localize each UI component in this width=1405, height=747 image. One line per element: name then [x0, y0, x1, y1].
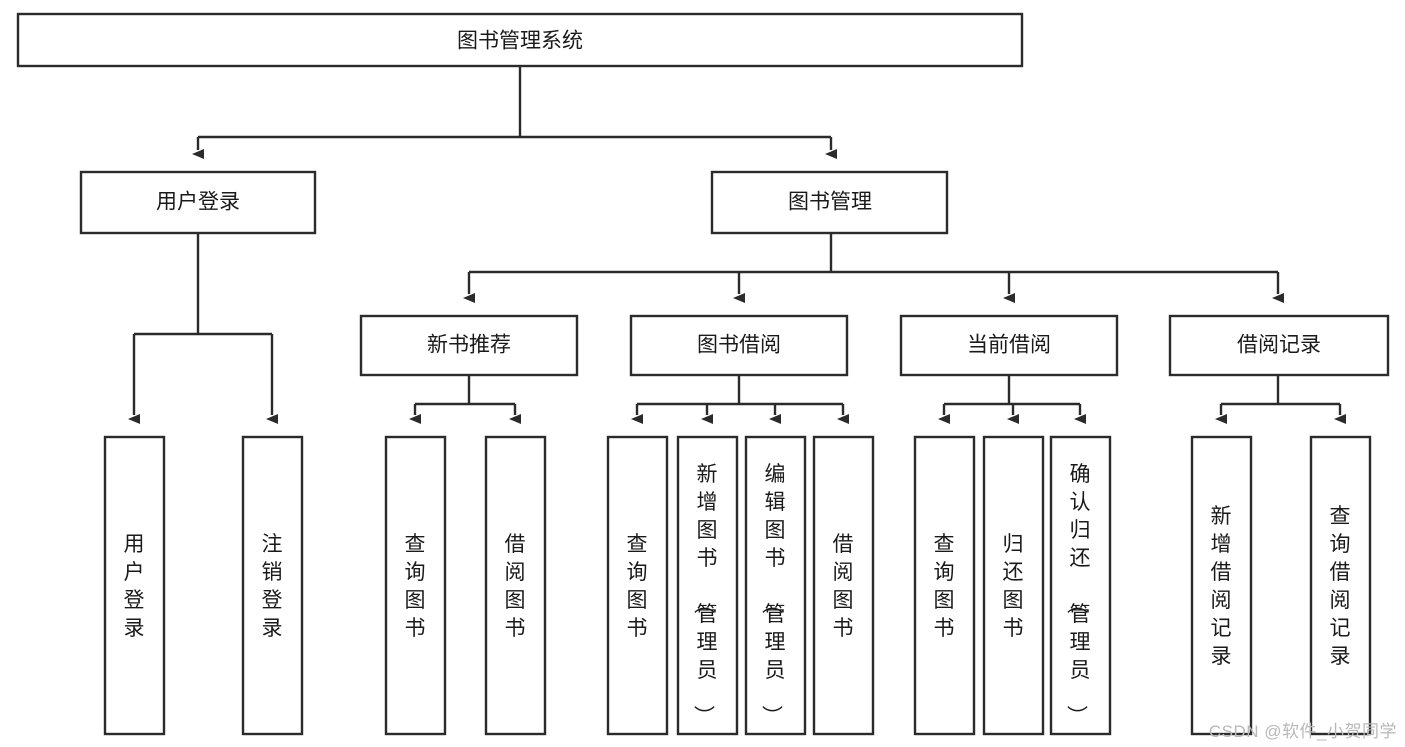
node-leaf-borrow-book-rec-box[interactable]	[484, 435, 547, 736]
node-leaf-return-book-label: 归还图书	[1003, 533, 1024, 640]
node-leaf-borrow-book-box[interactable]	[812, 435, 875, 736]
node-leaf-user-login[interactable]: 用户登录	[103, 435, 166, 736]
node-new-book-recommend[interactable]: 新书推荐	[359, 314, 579, 377]
node-leaf-return-book-box[interactable]	[982, 435, 1045, 736]
node-leaf-query-book-rec-label: 查询图书	[405, 533, 426, 640]
node-book-manage-label: 图书管理	[788, 191, 872, 214]
node-borrow-record-box[interactable]	[1168, 314, 1390, 377]
node-leaf-edit-book-admin-box[interactable]	[744, 435, 807, 736]
node-leaf-query-book-current-label: 查询图书	[934, 533, 955, 640]
node-book-manage[interactable]: 图书管理	[710, 170, 949, 235]
csdn-watermark: CSDN @软件_小贺同学	[1208, 722, 1397, 741]
node-leaf-borrow-book[interactable]: 借阅图书	[812, 435, 875, 736]
node-leaf-query-borrow-record[interactable]: 查询借阅记录	[1309, 435, 1372, 736]
node-new-book-recommend-box[interactable]	[359, 314, 579, 377]
node-leaf-query-borrow-record-box[interactable]	[1309, 435, 1372, 736]
node-new-book-recommend-label: 新书推荐	[427, 334, 511, 357]
node-leaf-user-login-box[interactable]	[103, 435, 166, 736]
node-leaf-add-borrow-record[interactable]: 新增借阅记录	[1190, 435, 1253, 736]
node-leaf-borrow-book-rec[interactable]: 借阅图书	[484, 435, 547, 736]
node-leaf-edit-book-admin-label: 编辑图书（管理员）	[760, 463, 786, 726]
node-leaf-borrow-book-rec-label: 借阅图书	[505, 533, 526, 640]
node-current-borrow-label: 当前借阅	[967, 334, 1051, 357]
node-leaf-confirm-return-admin[interactable]: 确认归还（管理员）	[1049, 435, 1112, 736]
node-borrow-record[interactable]: 借阅记录	[1168, 314, 1390, 377]
node-current-borrow-box[interactable]	[899, 314, 1119, 377]
node-leaf-confirm-return-admin-label: 确认归还（管理员）	[1065, 463, 1091, 726]
node-leaf-add-borrow-record-box[interactable]	[1190, 435, 1253, 736]
node-leaf-add-book-admin-label: 新增图书（管理员）	[692, 463, 718, 726]
node-user-login-label: 用户登录	[156, 191, 240, 214]
node-leaf-query-book-borrow-box[interactable]	[606, 435, 669, 736]
node-book-borrow[interactable]: 图书借阅	[629, 314, 849, 377]
node-leaf-add-book-admin[interactable]: 新增图书（管理员）	[676, 435, 739, 736]
node-user-login-box[interactable]	[79, 170, 317, 235]
node-leaf-query-book-current-box[interactable]	[913, 435, 976, 736]
node-leaf-query-book-rec-box[interactable]	[384, 435, 447, 736]
node-leaf-add-book-admin-box[interactable]	[676, 435, 739, 736]
node-book-borrow-box[interactable]	[629, 314, 849, 377]
node-leaf-query-book-rec[interactable]: 查询图书	[384, 435, 447, 736]
node-book-manage-box[interactable]	[710, 170, 949, 235]
node-user-login[interactable]: 用户登录	[79, 170, 317, 235]
node-leaf-logout-label: 注销登录	[262, 533, 283, 640]
node-leaf-logout[interactable]: 注销登录	[241, 435, 304, 736]
node-book-borrow-label: 图书借阅	[697, 334, 781, 357]
node-leaf-user-login-label: 用户登录	[124, 533, 145, 640]
node-root-label: 图书管理系统	[457, 30, 583, 53]
node-leaf-query-borrow-record-label: 查询借阅记录	[1330, 505, 1351, 668]
leaf-node-group: 用户登录 注销登录 查询图书 借阅图书 查询图书	[103, 435, 1372, 736]
node-leaf-confirm-return-admin-box[interactable]	[1049, 435, 1112, 736]
node-current-borrow[interactable]: 当前借阅	[899, 314, 1119, 377]
node-leaf-query-book-current[interactable]: 查询图书	[913, 435, 976, 736]
node-root[interactable]: 图书管理系统	[16, 12, 1024, 68]
node-leaf-query-book-borrow-label: 查询图书	[627, 533, 648, 640]
node-leaf-return-book[interactable]: 归还图书	[982, 435, 1045, 736]
node-root-box[interactable]	[16, 12, 1024, 68]
node-leaf-borrow-book-label: 借阅图书	[833, 533, 854, 640]
node-leaf-logout-box[interactable]	[241, 435, 304, 736]
connector-layer	[128, 66, 1346, 424]
node-leaf-query-book-borrow[interactable]: 查询图书	[606, 435, 669, 736]
node-borrow-record-label: 借阅记录	[1237, 334, 1321, 357]
node-leaf-edit-book-admin[interactable]: 编辑图书（管理员）	[744, 435, 807, 736]
node-leaf-add-borrow-record-label: 新增借阅记录	[1211, 505, 1232, 668]
